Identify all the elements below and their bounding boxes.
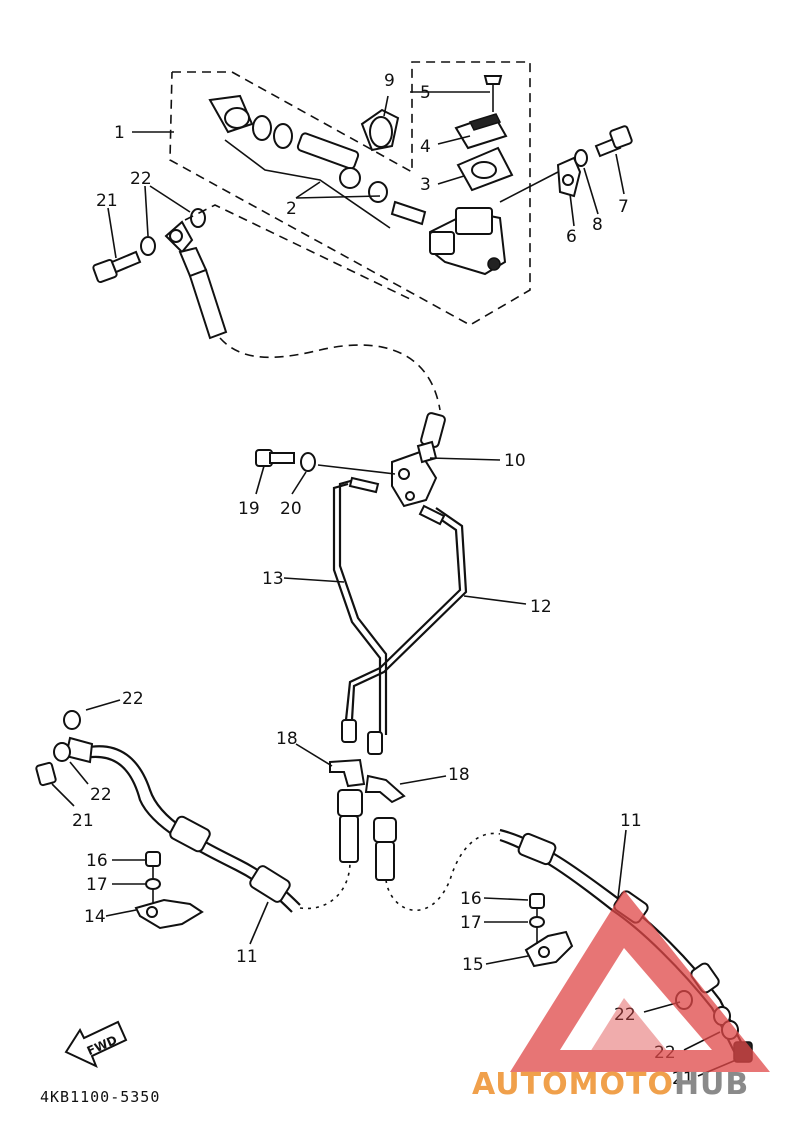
callout-4: 4 [420,137,431,157]
callout-19: 19 [238,499,260,519]
callout-22-right-top: 22 [614,1005,636,1025]
diagram-code: 4KB1100-5350 [40,1088,160,1106]
callout-1: 1 [114,123,125,143]
assembly-boundary [169,61,531,326]
upper-banjo-fittings [92,204,413,340]
callout-11-left: 11 [236,947,258,967]
callout-labels: 1 2 3 4 5 6 7 8 9 10 11 11 12 13 14 15 1… [72,71,694,1089]
forward-arrow-icon: FWD [64,1020,128,1068]
callout-15: 15 [462,955,484,975]
callout-6: 6 [566,227,577,247]
watermark-logo [510,890,770,1072]
callout-14: 14 [84,907,106,927]
master-cylinder-internals [208,75,633,276]
left-lower-hose [35,710,351,930]
brake-joint [255,440,501,508]
callout-17-left: 17 [86,875,108,895]
callout-20: 20 [280,499,302,519]
watermark-part2: HUB [674,1067,749,1102]
callout-21-left: 21 [72,811,94,831]
callout-18-left: 18 [276,729,298,749]
watermark-triangle-icon [510,890,770,1072]
callout-3: 3 [420,175,431,195]
callout-22-left-top: 22 [122,689,144,709]
watermark-part1: AUTOMOTO [472,1067,674,1102]
callout-22-top: 22 [130,169,152,189]
callout-17-right: 17 [460,913,482,933]
callout-5: 5 [420,83,431,103]
callout-13: 13 [262,569,284,589]
brake-pipes [283,476,527,755]
callout-18-right: 18 [448,765,470,785]
callout-21-top: 21 [96,191,118,211]
leader-lines [51,91,737,1077]
lower-hose-connectors [337,789,397,881]
callout-8: 8 [592,215,603,235]
callout-22-left-bottom: 22 [90,785,112,805]
callout-9: 9 [384,71,395,91]
upper-brake-hose [219,337,441,411]
pipe-clamps [295,743,447,804]
callout-21-right: 21 [672,1069,694,1089]
callout-2: 2 [286,199,297,219]
callout-16-right: 16 [460,889,482,909]
watermark-text: AUTOMOTOHUB [472,1067,749,1102]
callout-11-right: 11 [620,811,642,831]
callout-7: 7 [618,197,629,217]
callout-10: 10 [504,451,526,471]
callout-12: 12 [530,597,552,617]
callout-16-left: 16 [86,851,108,871]
